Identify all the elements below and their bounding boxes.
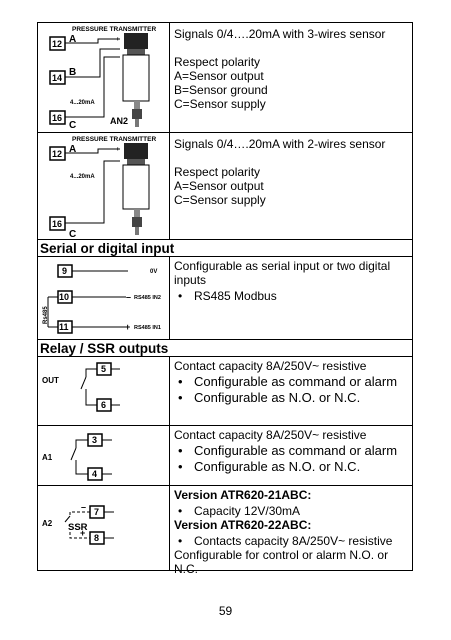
rs485-in1-label: RS485 IN1 bbox=[134, 325, 161, 331]
row-2wire-sensor: PRESSURE TRANSMITTER 12 16 A C 4...20mA … bbox=[38, 133, 412, 240]
terminal-16: 16 bbox=[52, 113, 62, 123]
c-supply: C=Sensor supply bbox=[174, 193, 266, 207]
letter-c: C bbox=[69, 120, 76, 131]
serial-section-header: Serial or digital input bbox=[38, 240, 412, 257]
2wire-sensor-text: Signals 0/4….20mA with 2-wires sensor Re… bbox=[174, 137, 410, 207]
serial-input-diagram: 9 10 11 Rs485 0V – RS485 IN2 + RS4 bbox=[38, 257, 170, 339]
terminal-6: 6 bbox=[101, 400, 106, 410]
svg-text:–: – bbox=[126, 292, 131, 302]
range-label: 4...20mA bbox=[70, 174, 95, 180]
terminal-11: 11 bbox=[59, 322, 69, 332]
a1-contact-capacity: Contact capacity 8A/250V~ resistive bbox=[174, 428, 367, 442]
version-21abc: Version ATR620-21ABC: bbox=[174, 488, 312, 502]
terminal-16: 16 bbox=[52, 219, 62, 229]
ssr-label: SSR bbox=[68, 522, 88, 533]
wiring-table: PRESSURE TRANSMITTER 12 14 16 A B C 4...… bbox=[37, 22, 413, 576]
a1-bullet-command: Configurable as command or alarm bbox=[174, 443, 410, 459]
terminal-8: 8 bbox=[94, 533, 99, 543]
row-out-relay: OUT 5 6 Contact capacity 8A/250V~ resist… bbox=[38, 357, 412, 426]
a2-configurable: Configurable for control or alarm N.O. o… bbox=[174, 548, 389, 576]
terminal-9: 9 bbox=[62, 266, 67, 276]
transmitter-icon bbox=[122, 143, 150, 235]
relay-section-header: Relay / SSR outputs bbox=[38, 340, 412, 357]
letter-c: C bbox=[69, 229, 76, 240]
svg-text:–: – bbox=[81, 502, 86, 512]
row-a2-output: A2 SSR 7 8 – + Version ATR620-21ABC: bbox=[38, 486, 412, 576]
rs485-in2-label: RS485 IN2 bbox=[134, 295, 161, 301]
a1-relay-text: Contact capacity 8A/250V~ resistive Conf… bbox=[174, 428, 410, 475]
c-supply: C=Sensor supply bbox=[174, 97, 266, 111]
an2-label: AN2 bbox=[110, 116, 128, 126]
transmitter-title: PRESSURE TRANSMITTER bbox=[72, 26, 156, 33]
out-bullet-command: Configurable as command or alarm bbox=[174, 374, 410, 390]
terminal-3: 3 bbox=[92, 435, 97, 445]
letter-b: B bbox=[69, 67, 76, 78]
a2-label: A2 bbox=[42, 519, 53, 528]
contacts-capacity-bullet: Contacts capacity 8A/250V~ resistive bbox=[174, 534, 410, 548]
letter-a: A bbox=[69, 34, 76, 45]
rs485-modbus-bullet: RS485 Modbus bbox=[174, 289, 410, 303]
svg-text:+: + bbox=[116, 37, 120, 43]
terminal-10: 10 bbox=[59, 292, 69, 302]
a1-label: A1 bbox=[42, 453, 53, 462]
b-ground: B=Sensor ground bbox=[174, 83, 268, 97]
capacity-12v-bullet: Capacity 12V/30mA bbox=[174, 504, 410, 518]
out-relay-text: Contact capacity 8A/250V~ resistive Conf… bbox=[174, 359, 410, 406]
3wire-sensor-diagram: PRESSURE TRANSMITTER 12 14 16 A B C 4...… bbox=[38, 23, 170, 132]
serial-input-text: Configurable as serial input or two digi… bbox=[174, 259, 410, 303]
respect-polarity: Respect polarity bbox=[174, 55, 261, 69]
svg-text:+: + bbox=[116, 147, 120, 153]
range-label: 4...20mA bbox=[70, 100, 95, 106]
row-3wire-sensor: PRESSURE TRANSMITTER 12 14 16 A B C 4...… bbox=[38, 23, 412, 133]
terminal-14: 14 bbox=[52, 73, 62, 83]
terminal-12: 12 bbox=[52, 39, 62, 49]
letter-a: A bbox=[69, 144, 76, 155]
a2-output-diagram: A2 SSR 7 8 – + bbox=[38, 486, 170, 570]
respect-polarity: Respect polarity bbox=[174, 165, 261, 179]
transmitter-title: PRESSURE TRANSMITTER bbox=[72, 136, 156, 143]
svg-text:+: + bbox=[125, 322, 130, 332]
a-output: A=Sensor output bbox=[174, 179, 264, 193]
out-label: OUT bbox=[42, 376, 59, 385]
rs485-side-label: Rs485 bbox=[43, 306, 49, 324]
a1-relay-diagram: A1 3 4 bbox=[38, 426, 170, 485]
0v-label: 0V bbox=[150, 269, 157, 275]
2wire-sensor-diagram: PRESSURE TRANSMITTER 12 16 A C 4...20mA … bbox=[38, 133, 170, 240]
version-22abc: Version ATR620-22ABC: bbox=[174, 518, 312, 532]
transmitter-icon bbox=[122, 33, 150, 127]
out-relay-diagram: OUT 5 6 bbox=[38, 357, 170, 425]
row-serial-input: 9 10 11 Rs485 0V – RS485 IN2 + RS4 bbox=[38, 257, 412, 340]
a-output: A=Sensor output bbox=[174, 69, 264, 83]
a1-bullet-no-nc: Configurable as N.O. or N.C. bbox=[174, 459, 410, 475]
terminal-12: 12 bbox=[52, 149, 62, 159]
terminal-5: 5 bbox=[101, 364, 106, 374]
terminal-4: 4 bbox=[92, 469, 97, 479]
3wire-title: Signals 0/4….20mA with 3-wires sensor bbox=[174, 27, 386, 41]
3wire-sensor-text: Signals 0/4….20mA with 3-wires sensor Re… bbox=[174, 27, 410, 111]
row-a1-relay: A1 3 4 Contact capacity 8A/250V~ resisti… bbox=[38, 426, 412, 486]
page-number: 59 bbox=[218, 604, 233, 618]
out-bullet-no-nc: Configurable as N.O. or N.C. bbox=[174, 390, 410, 406]
terminal-7: 7 bbox=[94, 507, 99, 517]
out-contact-capacity: Contact capacity 8A/250V~ resistive bbox=[174, 359, 367, 373]
2wire-title: Signals 0/4….20mA with 2-wires sensor bbox=[174, 137, 386, 151]
serial-description: Configurable as serial input or two digi… bbox=[174, 259, 391, 287]
a2-output-text: Version ATR620-21ABC: Capacity 12V/30mA … bbox=[174, 488, 410, 576]
svg-text:+: + bbox=[80, 528, 85, 538]
